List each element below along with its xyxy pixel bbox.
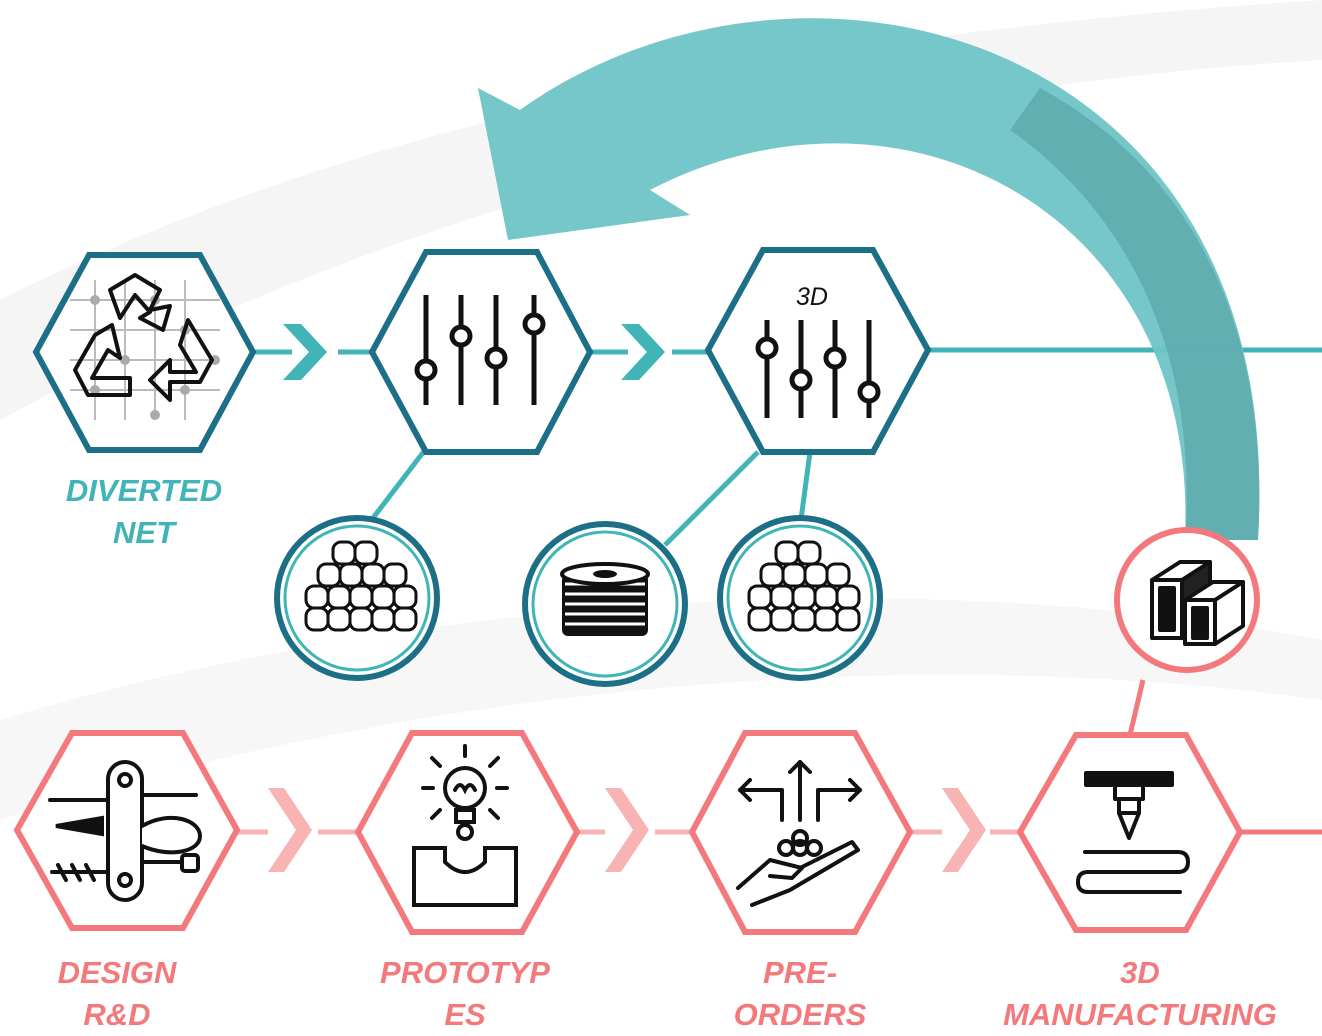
label-prototypes: PROTOTYP ES (355, 952, 575, 1036)
label-line: DIVERTED (65, 473, 223, 508)
output-printed-parts (1114, 527, 1260, 673)
label-line: 3D (1120, 955, 1160, 990)
printed-parts-icon (1150, 560, 1245, 646)
sliders-3d-tag: 3D (796, 283, 828, 311)
hex-prototypes (354, 730, 581, 935)
recycle-icon (70, 273, 220, 420)
label-line: DESIGN (57, 955, 177, 990)
label-line: MANUFACTURING (1003, 997, 1277, 1032)
hex-design (13, 730, 241, 931)
hex-diverted-net (32, 252, 257, 453)
label-line: PROTOTYP (380, 955, 550, 990)
label-line: ORDERS (733, 997, 867, 1032)
hand-distribution-icon (736, 760, 862, 907)
3d-printer-icon (1076, 771, 1190, 894)
pellets-icon (747, 540, 861, 632)
hex-preorders (688, 730, 914, 935)
label-line: PRE- (762, 955, 838, 990)
sliders-3d-icon (755, 320, 881, 418)
pellets-icon (304, 540, 418, 632)
hex-sliders (368, 249, 594, 455)
multitool-icon (48, 760, 203, 902)
label-design-rd: DESIGN R&D (17, 952, 217, 1036)
output-pellets-1 (274, 515, 440, 681)
output-filament-spool (522, 521, 688, 687)
label-3d-manufacturing: 3D MANUFACTURING (980, 952, 1300, 1036)
output-pellets-2 (717, 515, 883, 681)
bottom-connectors (1127, 679, 1322, 835)
label-line: R&D (83, 997, 151, 1032)
label-line: ES (444, 997, 486, 1032)
filament-spool-icon (560, 562, 650, 636)
return-loop-arrow (478, 18, 1260, 541)
label-diverted-net: DIVERTED NET (44, 470, 244, 554)
bottom-chevrons (268, 788, 986, 872)
sliders-icon (414, 295, 546, 405)
top-connectors (253, 347, 1322, 547)
hex-sliders-3d (704, 247, 932, 455)
label-line: NET (113, 515, 175, 550)
idea-prototype-icon (412, 744, 518, 907)
hex-3d-manufacturing (1016, 732, 1244, 933)
top-chevrons (283, 324, 665, 380)
label-preorders: PRE- ORDERS (700, 952, 900, 1036)
